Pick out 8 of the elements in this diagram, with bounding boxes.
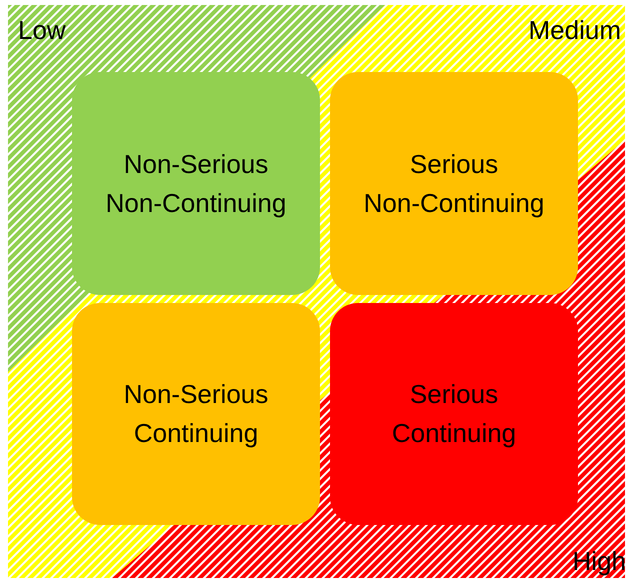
risk-category-box bbox=[330, 72, 578, 295]
category-label: Serious Non-Continuing bbox=[362, 148, 546, 220]
category-label: Serious Continuing bbox=[390, 378, 518, 450]
risk-category-box bbox=[72, 72, 320, 295]
risk-category-box bbox=[330, 303, 578, 525]
risk-category-box bbox=[72, 303, 320, 525]
category-label: Non-Serious Continuing bbox=[122, 378, 270, 450]
category-label: Non-Serious Non-Continuing bbox=[104, 148, 288, 220]
